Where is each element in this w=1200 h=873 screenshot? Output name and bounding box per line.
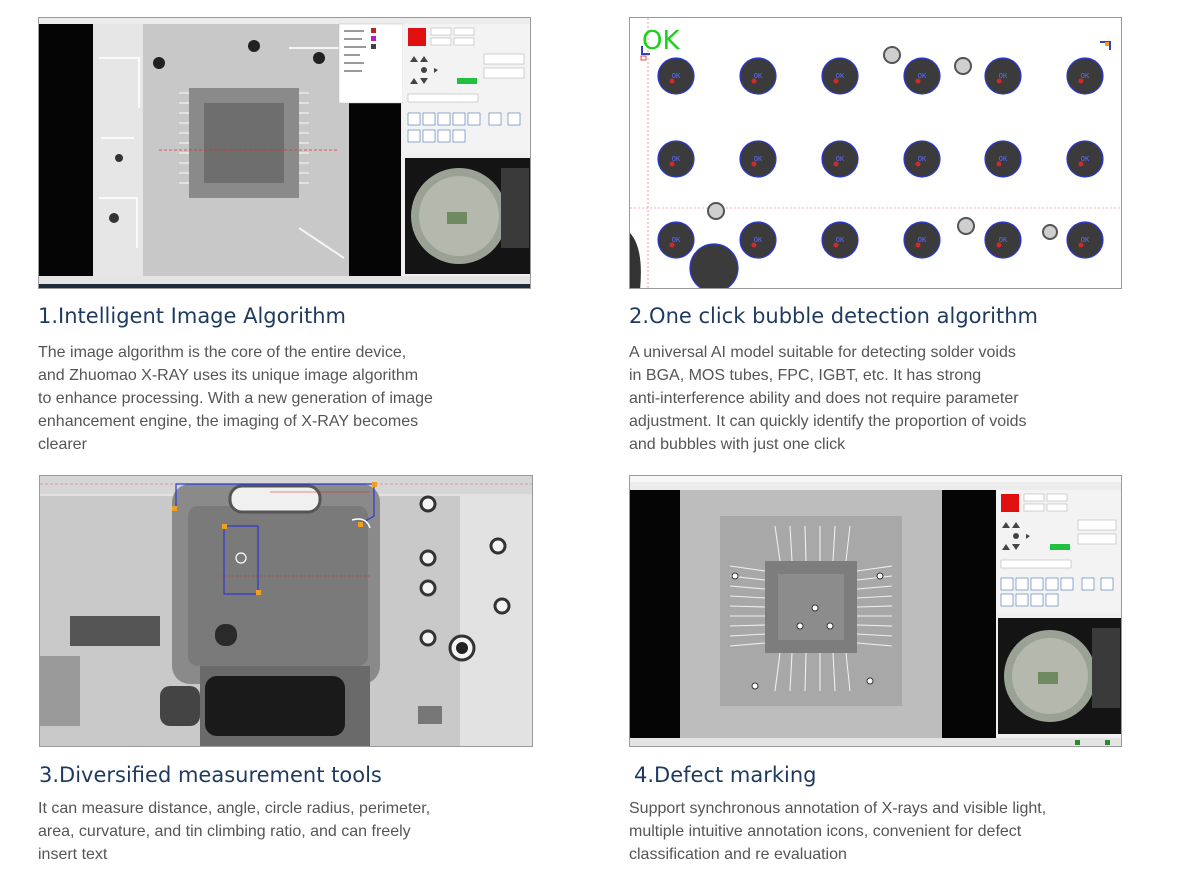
feature-description: The image algorithm is the core of the e…	[38, 341, 433, 456]
ball-status-label: OK	[754, 155, 763, 163]
ball-status-label: OK	[836, 155, 845, 163]
description-line: The image algorithm is the core of the e…	[38, 344, 407, 361]
ball-status-label: OK	[1081, 72, 1090, 80]
ball-status-label: OK	[754, 72, 763, 80]
bga-solder-ball: OK	[903, 140, 941, 178]
ball-status-label: OK	[999, 236, 1008, 244]
feature-title: 1.Intelligent Image Algorithm	[38, 304, 346, 328]
measurement-screenshot	[39, 475, 533, 747]
bga-solder-ball: OK	[739, 221, 777, 259]
ball-status-label: OK	[999, 155, 1008, 163]
bga-solder-ball	[689, 243, 739, 288]
bga-solder-ball: OK	[1066, 57, 1104, 95]
description-line: It can measure distance, angle, circle r…	[38, 800, 431, 817]
ball-status-label: OK	[1081, 236, 1090, 244]
ball-status-label: OK	[918, 236, 927, 244]
feature-description: A universal AI model suitable for detect…	[629, 341, 1027, 456]
xray-software-screenshot-2	[629, 475, 1122, 747]
description-line: enhancement engine, the imaging of X-RAY…	[38, 413, 419, 430]
bga-solder-ball: OK	[984, 221, 1022, 259]
description-line: clearer	[38, 436, 87, 453]
ok-status-label: OK	[642, 26, 680, 56]
description-line: to enhance processing. With a new genera…	[38, 390, 433, 407]
feature-title: 2.One click bubble detection algorithm	[629, 304, 1038, 328]
feature-description: Support synchronous annotation of X-rays…	[629, 797, 1046, 866]
description-line: adjustment. It can quickly identify the …	[629, 413, 1027, 430]
bga-solder-ball: OK	[821, 57, 859, 95]
description-line: and bubbles with just one click	[629, 436, 846, 453]
bga-solder-ball: OK	[903, 221, 941, 259]
bubble-detection-screenshot: OK OK OK OK OK OK OK OK OK OK OK OK OK OK OK OK OK OK OK	[629, 17, 1122, 289]
bga-solder-ball: OK	[984, 57, 1022, 95]
bga-solder-ball: OK	[821, 221, 859, 259]
ball-status-label: OK	[1081, 155, 1090, 163]
description-line: anti-interference ability and does not r…	[629, 390, 1019, 407]
description-line: in BGA, MOS tubes, FPC, IGBT, etc. It ha…	[629, 367, 982, 384]
ball-status-label: OK	[999, 72, 1008, 80]
feature-title: 4.Defect marking	[634, 763, 817, 787]
ball-status-label: OK	[672, 236, 681, 244]
feature-title: 3.Diversified measurement tools	[39, 763, 382, 787]
ball-status-label: OK	[672, 72, 681, 80]
xray-software-screenshot-1	[38, 17, 531, 289]
bga-solder-ball: OK	[821, 140, 859, 178]
ball-status-label: OK	[836, 236, 845, 244]
bga-solder-ball: OK	[739, 57, 777, 95]
bga-solder-ball: OK	[984, 140, 1022, 178]
description-line: classification and re evaluation	[629, 846, 847, 863]
bga-solder-ball: OK	[903, 57, 941, 95]
bga-solder-ball: OK	[739, 140, 777, 178]
description-line: area, curvature, and tin climbing ratio,…	[38, 823, 411, 840]
description-line: Support synchronous annotation of X-rays…	[629, 800, 1047, 817]
description-line: multiple intuitive annotation icons, con…	[629, 823, 1022, 840]
description-line: insert text	[38, 846, 108, 863]
bga-solder-ball: OK	[657, 221, 695, 259]
ball-status-label: OK	[918, 72, 927, 80]
bga-solder-ball: OK	[1066, 140, 1104, 178]
ball-status-label: OK	[754, 236, 763, 244]
description-line: A universal AI model suitable for detect…	[629, 344, 1016, 361]
ball-status-label: OK	[918, 155, 927, 163]
bga-solder-ball: OK	[657, 140, 695, 178]
description-line: and Zhuomao X-RAY uses its unique image …	[38, 367, 419, 384]
feature-description: It can measure distance, angle, circle r…	[38, 797, 430, 866]
bga-solder-ball: OK	[657, 57, 695, 95]
bga-solder-ball: OK	[1066, 221, 1104, 259]
bga-ball-grid: OK OK OK OK OK OK OK OK OK OK OK OK OK OK OK OK OK OK	[657, 57, 1104, 288]
ball-status-label: OK	[672, 155, 681, 163]
ball-status-label: OK	[836, 72, 845, 80]
